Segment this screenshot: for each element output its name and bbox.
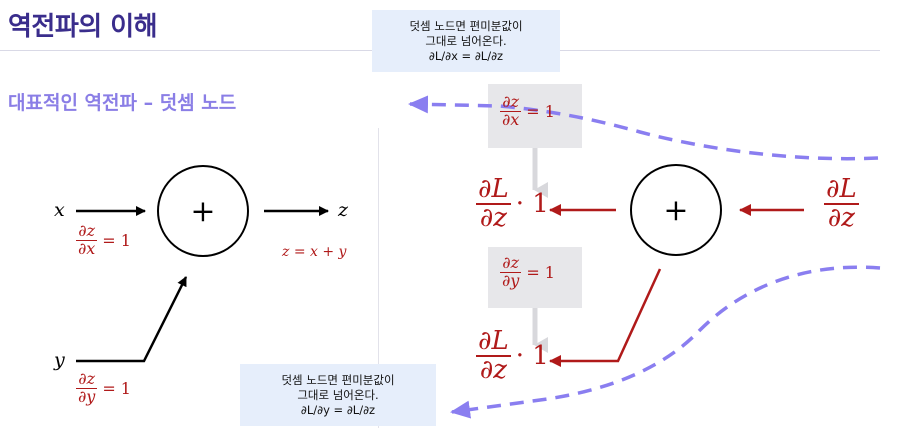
input-y-label: y bbox=[54, 349, 65, 371]
dashed-curve-bottom bbox=[450, 265, 881, 419]
forward-equation: z = x + y bbox=[282, 244, 347, 260]
local-gradient-y-rest: = 1 bbox=[526, 262, 555, 282]
backward-add-node: + bbox=[630, 164, 722, 256]
forward-grad-y-num: ∂z bbox=[76, 369, 97, 389]
forward-grad-x-rest: = 1 bbox=[102, 230, 131, 250]
section-subtitle: 대표적인 역전파 – 덧셈 노드 bbox=[8, 92, 237, 114]
local-gradient-x-num: ∂z bbox=[500, 92, 521, 112]
page-title: 역전파의 이해 bbox=[8, 12, 158, 42]
dashed-curve-top bbox=[408, 95, 879, 161]
local-gradient-box-y bbox=[488, 247, 582, 308]
forward-grad-y-rest: = 1 bbox=[102, 378, 131, 398]
callout-top-line1: 덧셈 노드면 편미분값이 bbox=[409, 18, 523, 33]
arrow-node-to-outy bbox=[549, 268, 662, 367]
local-gradient-box-x bbox=[488, 84, 582, 148]
forward-grad-y-den: ∂y bbox=[78, 386, 96, 406]
upstream-gradient-num: ∂L bbox=[824, 174, 859, 206]
upstream-gradient-den: ∂z bbox=[827, 203, 855, 234]
output-z-label: z bbox=[338, 199, 349, 221]
input-x-label: x bbox=[54, 199, 65, 221]
callout-bottom-line1: 덧셈 노드면 편미분값이 bbox=[281, 372, 395, 387]
callout-bottom-line3: ∂L/∂y = ∂L/∂z bbox=[300, 402, 376, 417]
forward-grad-x-den: ∂x bbox=[78, 238, 96, 258]
callout-top-line2: 그대로 넘어온다. bbox=[425, 33, 507, 48]
local-gradient-x-rest: = 1 bbox=[526, 101, 555, 121]
local-gradient-y: ∂z ∂y = 1 bbox=[500, 253, 555, 290]
output-gradient-y-den: ∂z bbox=[479, 355, 507, 386]
callout-top-line3: ∂L/∂x = ∂L/∂z bbox=[428, 48, 504, 63]
forward-add-node: + bbox=[157, 165, 249, 257]
local-gradient-y-den: ∂y bbox=[502, 270, 520, 290]
upstream-gradient: ∂L ∂z bbox=[824, 174, 859, 234]
local-gradient-y-num: ∂z bbox=[500, 253, 521, 273]
local-gradient-x: ∂z ∂x = 1 bbox=[500, 92, 555, 129]
callout-top: 덧셈 노드면 편미분값이 그대로 넘어온다. ∂L/∂x = ∂L/∂z bbox=[372, 10, 560, 72]
output-gradient-y-rest: · 1 bbox=[515, 341, 549, 372]
output-gradient-x: ∂L ∂z · 1 bbox=[476, 174, 549, 234]
output-gradient-x-num: ∂L bbox=[476, 174, 511, 206]
output-gradient-y-num: ∂L bbox=[476, 326, 511, 358]
output-gradient-y: ∂L ∂z · 1 bbox=[476, 326, 549, 386]
vertical-divider bbox=[378, 128, 379, 428]
forward-grad-y: ∂z ∂y = 1 bbox=[76, 369, 131, 406]
forward-grad-x: ∂z ∂x = 1 bbox=[76, 221, 131, 258]
callout-bottom-line2: 그대로 넘어온다. bbox=[297, 387, 379, 402]
local-gradient-x-den: ∂x bbox=[502, 109, 520, 129]
forward-grad-x-num: ∂z bbox=[76, 221, 97, 241]
arrow-y-to-node bbox=[76, 276, 188, 363]
callout-bottom: 덧셈 노드면 편미분값이 그대로 넘어온다. ∂L/∂y = ∂L/∂z bbox=[240, 364, 436, 426]
output-gradient-x-den: ∂z bbox=[479, 203, 507, 234]
output-gradient-x-rest: · 1 bbox=[515, 189, 549, 220]
